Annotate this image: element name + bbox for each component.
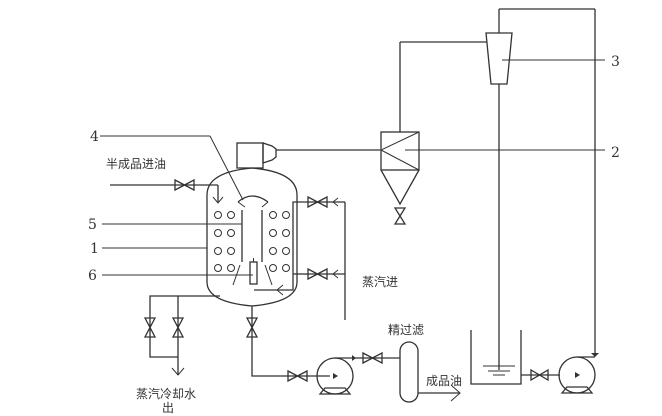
callout-3: 3 (611, 54, 620, 70)
vapor-dome (236, 142, 264, 169)
coil-circle (282, 211, 290, 219)
valve[interactable] (287, 369, 308, 383)
oil-inlet-arrow (212, 196, 224, 204)
valve[interactable] (362, 351, 383, 365)
valve[interactable] (530, 368, 549, 382)
circulation-pump[interactable] (558, 356, 596, 394)
ejector (485, 8, 596, 370)
callout-5: 5 (88, 217, 97, 233)
spray-tip-left (237, 201, 246, 208)
coil-circle (227, 229, 235, 237)
condensate-line-1 (149, 295, 220, 358)
coil-circle (214, 247, 222, 255)
steam-arrow-lower (332, 269, 339, 279)
coil-circle (282, 247, 290, 255)
valve[interactable] (143, 317, 157, 338)
separator-cone (380, 169, 420, 206)
separator-body (380, 131, 420, 171)
coil-circle (269, 264, 277, 272)
callout-1: 1 (90, 241, 99, 257)
coil-circle (282, 264, 290, 272)
separator-baffle (379, 131, 420, 171)
label-condensate-out-2: 出 (162, 401, 174, 415)
ejector-body (485, 32, 513, 85)
vessel-shell (206, 167, 298, 307)
fine-filter[interactable] (399, 341, 419, 403)
hot-well (470, 330, 599, 394)
valve[interactable] (307, 267, 328, 281)
coil-circle (214, 264, 222, 272)
callout-6: 6 (88, 268, 97, 284)
steam-coil-line (254, 201, 307, 291)
product-line-pipe (251, 306, 330, 377)
vacuum-vessel (206, 142, 380, 307)
coil-circle (282, 229, 290, 237)
label-semi-product-oil-in: 半成品进油 (106, 157, 166, 171)
flow-right (264, 264, 273, 286)
callout-2: 2 (611, 145, 620, 161)
valve[interactable] (171, 317, 185, 338)
flow-arrow (352, 355, 356, 361)
coil-circle (227, 264, 235, 272)
label-fine-filter: 精过滤 (388, 323, 424, 337)
callout-4: 4 (90, 129, 99, 145)
coil-circle (227, 211, 235, 219)
steam-arrow-upper (332, 197, 339, 207)
hot-well-tank (470, 330, 522, 385)
spray-distributor (237, 195, 269, 203)
separator (379, 41, 487, 225)
transfer-pump[interactable] (316, 357, 355, 395)
coil-circle (227, 247, 235, 255)
label-steam-in: 蒸汽进 (362, 274, 398, 289)
oil-inlet: 半成品进油 (106, 157, 224, 204)
flow-arrow (591, 353, 599, 357)
steam-inlet: 蒸汽进 (307, 195, 398, 320)
coil-circle (214, 229, 222, 237)
finished-oil-arrow (450, 384, 461, 402)
heating-coils (214, 211, 290, 272)
valve[interactable] (307, 195, 328, 209)
thermometer (249, 261, 258, 285)
coil-circle (269, 211, 277, 219)
leader-4-diag (209, 135, 244, 201)
coil-circle (269, 247, 277, 255)
coil-circle (269, 229, 277, 237)
condensate-outlet: 蒸汽冷却水 出 (136, 295, 220, 415)
condensate-arrow (171, 367, 185, 376)
steam-arrow (276, 284, 284, 296)
label-condensate-out-1: 蒸汽冷却水 (136, 386, 196, 401)
coil-circle (214, 211, 222, 219)
valve[interactable] (245, 317, 259, 338)
callouts: 4 5 1 6 2 3 (88, 54, 620, 284)
product-line: 精过滤 成品油 (245, 306, 462, 403)
valve[interactable] (393, 207, 407, 225)
vapor-nozzle (262, 142, 277, 164)
spray-tip-right (261, 201, 269, 208)
label-finished-oil: 成品油 (426, 374, 462, 388)
valve[interactable] (174, 178, 195, 192)
